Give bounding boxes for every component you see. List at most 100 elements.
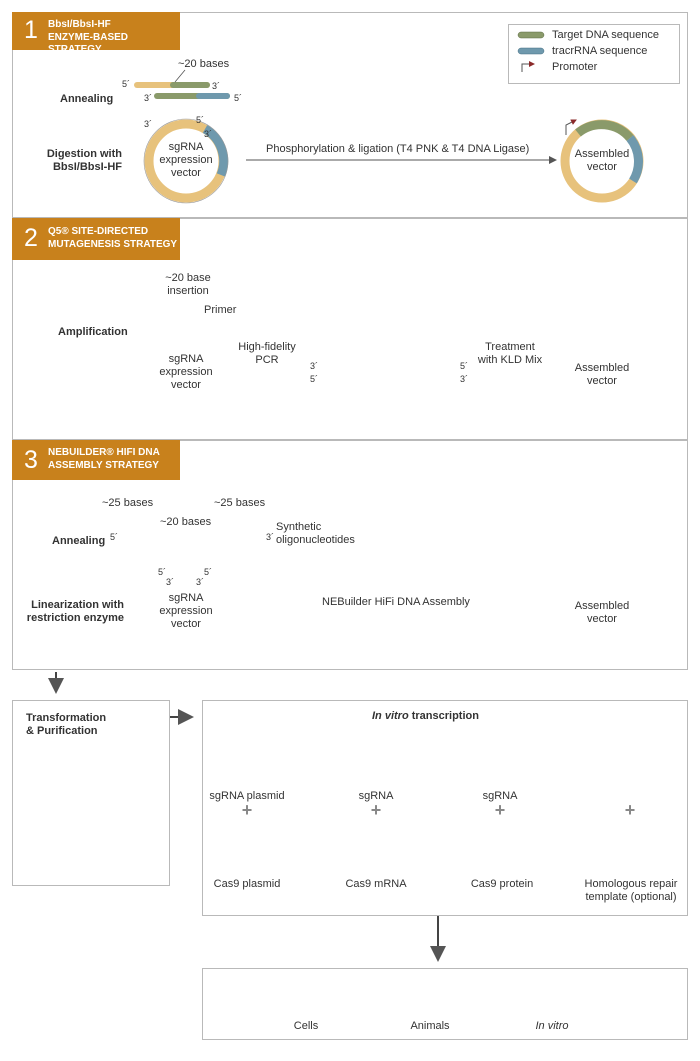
ligation-step-label: Phosphorylation & ligation (T4 PNK & T4 …: [266, 143, 530, 155]
section-3-header: 3 NEBUILDER® HIFI DNA ASSEMBLY STRATEGY: [12, 440, 180, 480]
section-title-line2: ENZYME-BASED STRATEGY: [48, 32, 129, 55]
legend: [508, 24, 680, 84]
legend-promoter-icon: [521, 61, 535, 72]
legend-promoter-label: Promoter: [552, 61, 598, 73]
section-number: 1: [24, 16, 38, 44]
repair-template-label-line: template (optional): [585, 891, 677, 903]
annealing-label-3: Annealing: [52, 535, 106, 547]
pcr-label-line: PCR: [255, 354, 279, 366]
ivt-title: In vitro transcription: [372, 710, 479, 723]
amplification-label: Amplification: [58, 326, 128, 338]
bases-label: ~20 bases: [178, 58, 230, 70]
end-5: 5´: [234, 93, 243, 103]
plus-sign: +: [494, 800, 506, 820]
digestion-label-2: BbsI/BbsI-HF: [52, 161, 122, 173]
transformation-label-line: Transformation: [26, 712, 107, 724]
plus-sign: +: [370, 800, 382, 820]
section-title-line1: BbsI/BbsI-HF: [48, 19, 111, 30]
sgrna-plasmid-label: sgRNA plasmid: [209, 790, 285, 802]
section-1-header: 1 BbsI/BbsI-HF ENZYME-BASED STRATEGY: [12, 12, 180, 55]
legend-tracr-label: tracrRNA sequence: [552, 45, 648, 57]
end-3: 3´: [310, 361, 319, 371]
cas9-protein-label: Cas9 protein: [470, 878, 534, 890]
end-3: 3´: [166, 577, 175, 587]
vector-label-line: expression: [159, 605, 213, 617]
synthetic-label-line: Synthetic: [276, 521, 322, 533]
ivt-box: [202, 700, 688, 916]
kld-label-line: with KLD Mix: [477, 354, 543, 366]
assembled-label-line: Assembled: [574, 362, 630, 374]
section-2-header: 2 Q5® SITE-DIRECTED MUTAGENESIS STRATEGY: [12, 218, 180, 260]
section-title-line1: Q5® SITE-DIRECTED: [48, 226, 149, 237]
vector-label-line: vector: [171, 379, 201, 391]
end-3: 3´: [144, 119, 153, 129]
annealed-oligos-1: [134, 69, 230, 99]
end-5: 5´: [122, 79, 131, 89]
insertion-label-line: ~20 base: [165, 272, 211, 284]
end-5: 5´: [158, 567, 167, 577]
sgrna-label-2: sgRNA: [482, 790, 518, 802]
transformation-label-line: & Purification: [26, 725, 98, 737]
section-number: 3: [24, 446, 38, 474]
assembled-vector-1: [560, 119, 644, 203]
assembled-label-line: vector: [587, 375, 617, 387]
ivt-title-italic: In vitro: [372, 710, 409, 722]
transformation-box: [12, 700, 170, 886]
section-title-line2: ASSEMBLY STRATEGY: [48, 460, 159, 471]
ivt-title-rest: transcription: [408, 710, 479, 722]
vector-label-line: sgRNA: [168, 592, 204, 604]
linearization-label-line: restriction enzyme: [26, 612, 124, 624]
end-3: 3´: [460, 374, 469, 384]
end-3: 3´: [196, 577, 205, 587]
end-5: 5´: [196, 115, 205, 125]
pcr-label-line: High-fidelity: [238, 341, 296, 353]
sgrna-label-1: sgRNA: [358, 790, 394, 802]
primer-label: Primer: [204, 304, 237, 316]
section-title-line2: MUTAGENESIS STRATEGY: [48, 239, 178, 250]
cas9-mrna-label: Cas9 mRNA: [345, 878, 407, 890]
legend-target-swatch: [517, 31, 545, 39]
end-3: 3´: [144, 93, 153, 103]
in-vitro-label: In vitro: [522, 1020, 582, 1033]
vector-label-line: sgRNA: [168, 353, 204, 365]
assembled-label-line: Assembled: [574, 600, 630, 612]
end-3: 3´: [266, 532, 275, 542]
vector-circle-1: [143, 118, 229, 204]
animals-label: Animals: [410, 1020, 450, 1032]
assembled-label-line: Assembled: [574, 148, 630, 160]
end-5: 5´: [110, 532, 119, 542]
end-5: 5´: [204, 567, 213, 577]
targets-box: [202, 968, 688, 1040]
vector-label-line: expression: [159, 154, 213, 166]
in-vitro-text: In vitro: [535, 1020, 569, 1032]
linearization-label-line: Linearization with: [31, 599, 124, 611]
vector-label-line: vector: [171, 618, 201, 630]
bases-25-right: ~25 bases: [214, 497, 266, 509]
legend-tracr-swatch: [517, 47, 545, 55]
cas9-plasmid-label: Cas9 plasmid: [213, 878, 281, 890]
end-3: 3´: [204, 129, 213, 139]
end-3: 3´: [212, 81, 221, 91]
end-5: 5´: [460, 361, 469, 371]
assembled-label-line: vector: [587, 161, 617, 173]
annealing-label: Annealing: [60, 93, 114, 105]
end-5: 5´: [310, 374, 319, 384]
transformation-label: Transformation& Purification: [26, 712, 106, 738]
vector-label-line: sgRNA: [168, 141, 204, 153]
assembled-label-line: vector: [587, 613, 617, 625]
synthetic-label-line: oligonucleotides: [276, 534, 355, 546]
repair-template-label-line: Homologous repair: [584, 878, 678, 890]
legend-target-label: Target DNA sequence: [552, 29, 660, 41]
